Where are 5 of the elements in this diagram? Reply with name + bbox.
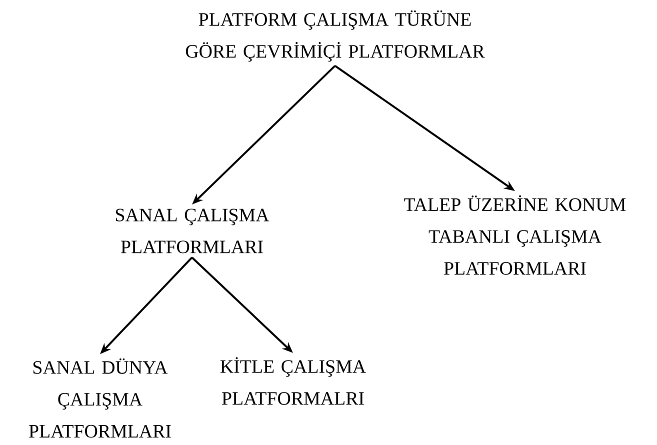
text-label: PLATFORM ÇALIŞMA TÜRÜNE GÖRE ÇEVRİMİÇİ PLATFORMLAR [186, 10, 485, 62]
text-label: TALEP ÜZERİNE KONUM TABANLI ÇALIŞMA PLATFORMLARI [404, 195, 626, 275]
text-label: KİTLE ÇALIŞMA PLATFORMALRI [220, 357, 366, 405]
text-label: SANAL DÜNYA ÇALIŞMA PLATFORMLARI [29, 358, 171, 438]
text-label: SANAL ÇALIŞMA PLATFORMLARI [116, 208, 270, 254]
